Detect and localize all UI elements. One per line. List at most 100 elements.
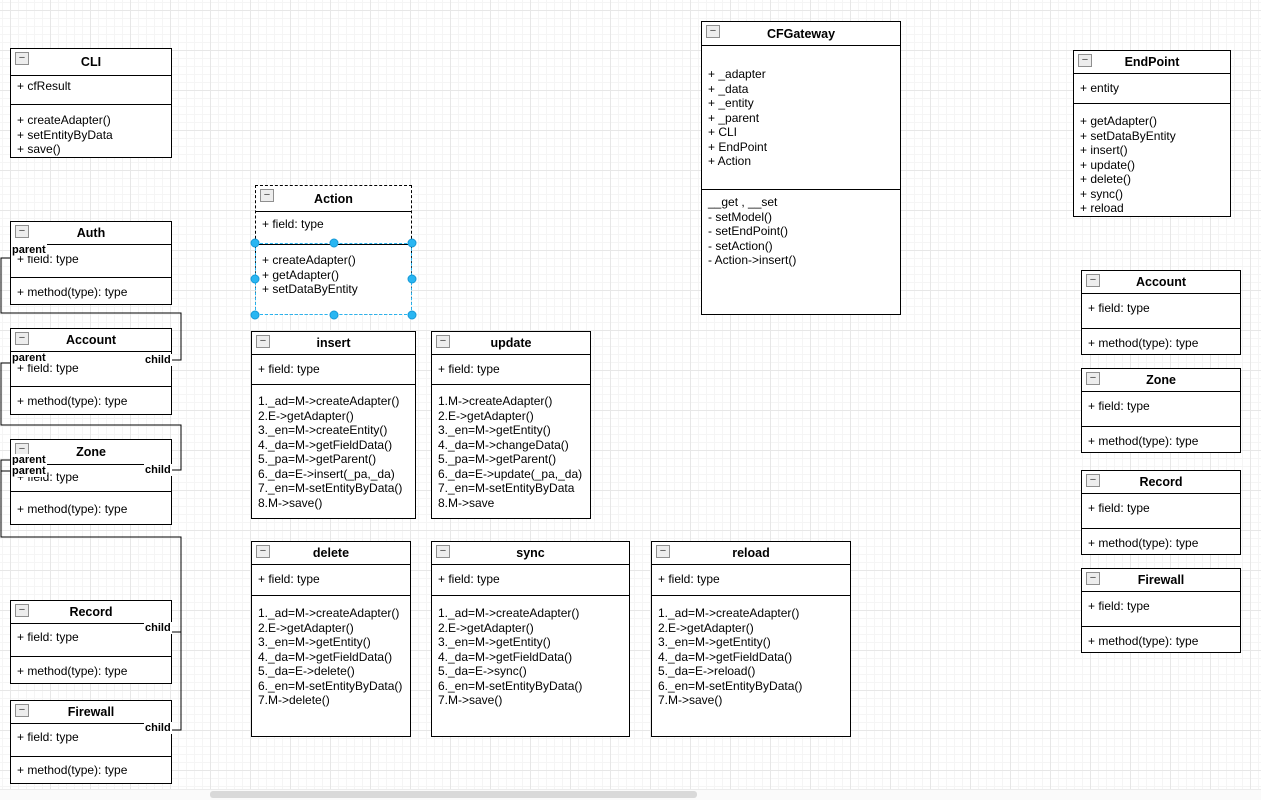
methods-section: + createAdapter()+ getAdapter()+ setData… bbox=[256, 244, 411, 314]
method-line: 5._pa=M->getParent() bbox=[438, 452, 557, 466]
collapse-icon[interactable]: − bbox=[1086, 474, 1100, 487]
selection-handle[interactable] bbox=[329, 238, 338, 248]
collapse-icon[interactable]: − bbox=[260, 189, 274, 202]
class-zone-left[interactable]: −Zone+ field: type+ method(type): type bbox=[10, 439, 172, 525]
class-endpoint[interactable]: −EndPoint+ entity+ getAdapter()+ setData… bbox=[1073, 50, 1231, 217]
class-cfgateway[interactable]: −CFGateway+ _adapter+ _data+ _entity+ _p… bbox=[701, 21, 901, 315]
method-line: + update() bbox=[1080, 157, 1136, 172]
collapse-icon[interactable]: − bbox=[706, 25, 720, 38]
class-account-right[interactable]: −Account+ field: type+ method(type): typ… bbox=[1081, 270, 1241, 355]
field-line: + field: type bbox=[438, 572, 500, 586]
horizontal-scrollbar-track[interactable] bbox=[0, 789, 1261, 800]
collapse-icon[interactable]: − bbox=[436, 545, 450, 558]
method-line: 4._da=M->getFieldData() bbox=[258, 437, 393, 452]
class-account-left[interactable]: −Account+ field: type+ method(type): typ… bbox=[10, 328, 172, 415]
method-line: 4._da=M->getFieldData() bbox=[438, 649, 573, 664]
method-line: + method(type): type bbox=[17, 763, 128, 777]
collapse-icon[interactable]: − bbox=[1078, 54, 1092, 67]
collapse-icon[interactable]: − bbox=[256, 335, 270, 348]
class-firewall-left[interactable]: −Firewall+ field: type+ method(type): ty… bbox=[10, 700, 172, 784]
method-line: 7.M->delete() bbox=[258, 693, 330, 707]
class-cli[interactable]: −CLI+ cfResult+ createAdapter()+ setEnti… bbox=[10, 48, 172, 158]
collapse-icon[interactable]: − bbox=[15, 225, 29, 238]
edge-label-child[interactable]: child bbox=[144, 354, 172, 366]
class-title: Zone bbox=[1146, 373, 1176, 387]
methods-section: + method(type): type bbox=[11, 277, 171, 304]
class-title: CFGateway bbox=[766, 26, 836, 41]
methods-section: + method(type): type bbox=[1082, 528, 1240, 554]
collapse-icon[interactable]: − bbox=[436, 335, 450, 348]
collapse-icon[interactable]: − bbox=[1086, 372, 1100, 385]
edge-label-child[interactable]: child bbox=[144, 464, 172, 476]
edge-label-parent[interactable]: parent bbox=[11, 454, 47, 466]
class-action[interactable]: −Action+ field: type+ createAdapter()+ g… bbox=[255, 185, 412, 315]
relation-edge[interactable] bbox=[0, 362, 182, 471]
method-line: 3._en=M->getEntity() bbox=[438, 635, 551, 649]
class-title: Record bbox=[69, 605, 113, 619]
method-line: 3._en=M->getEntity() bbox=[258, 635, 371, 649]
class-zone-right[interactable]: −Zone+ field: type+ method(type): type bbox=[1081, 368, 1241, 453]
methods-section: + method(type): type bbox=[11, 491, 171, 524]
method-line: + setDataByEntity bbox=[1080, 128, 1176, 143]
class-record-right[interactable]: −Record+ field: type+ method(type): type bbox=[1081, 470, 1241, 555]
collapse-icon[interactable]: − bbox=[256, 545, 270, 558]
selection-handle[interactable] bbox=[329, 310, 338, 320]
collapse-icon[interactable]: − bbox=[15, 604, 29, 617]
fields-section: + field: type bbox=[11, 624, 171, 656]
method-line: 7._en=M-setEntityByData bbox=[438, 481, 575, 495]
methods-section: + method(type): type bbox=[1082, 626, 1240, 652]
selection-handle[interactable] bbox=[250, 310, 260, 320]
class-auth[interactable]: −Auth+ field: type+ method(type): type bbox=[10, 221, 172, 305]
fields-section: + field: type bbox=[252, 355, 415, 384]
selection-handle[interactable] bbox=[250, 274, 260, 284]
methods-section: + method(type): type bbox=[11, 386, 171, 414]
edge-label-child[interactable]: child bbox=[144, 622, 172, 634]
method-line: - setEndPoint() bbox=[708, 224, 789, 238]
selection-handle[interactable] bbox=[407, 238, 417, 248]
method-line: 8.M->save bbox=[438, 495, 495, 510]
collapse-icon[interactable]: − bbox=[15, 52, 29, 65]
method-line: 6._en=M-setEntityByData() bbox=[258, 678, 403, 693]
class-firewall-right[interactable]: −Firewall+ field: type+ method(type): ty… bbox=[1081, 568, 1241, 653]
fields-section: + entity bbox=[1074, 74, 1230, 103]
field-line: + _data bbox=[708, 81, 749, 96]
class-title: insert bbox=[316, 336, 351, 350]
method-line: 1._ad=M->createAdapter() bbox=[438, 606, 580, 620]
edge-label-parent[interactable]: parent bbox=[11, 465, 47, 477]
relation-edge[interactable] bbox=[0, 470, 182, 731]
field-line: + field: type bbox=[17, 630, 79, 644]
selection-handle[interactable] bbox=[407, 310, 417, 320]
collapse-icon[interactable]: − bbox=[1086, 572, 1100, 585]
class-header: −Firewall bbox=[1082, 569, 1240, 592]
horizontal-scrollbar-thumb[interactable] bbox=[210, 791, 697, 798]
method-line: 6._en=M-setEntityByData() bbox=[658, 678, 803, 693]
collapse-icon[interactable]: − bbox=[15, 332, 29, 345]
method-line: 2.E->getAdapter() bbox=[438, 408, 534, 423]
selection-handle[interactable] bbox=[407, 274, 417, 284]
method-line: + save() bbox=[17, 142, 61, 156]
collapse-icon[interactable]: − bbox=[15, 704, 29, 717]
relation-edge[interactable] bbox=[0, 257, 182, 361]
edge-label-parent[interactable]: parent bbox=[11, 244, 47, 256]
collapse-icon[interactable]: − bbox=[656, 545, 670, 558]
field-line: + EndPoint bbox=[708, 139, 768, 154]
field-line: + _adapter bbox=[708, 67, 766, 81]
edge-label-child[interactable]: child bbox=[144, 722, 172, 734]
class-header: −CLI bbox=[11, 49, 171, 76]
class-title: delete bbox=[312, 546, 350, 560]
field-line: + field: type bbox=[438, 362, 500, 376]
class-header: −reload bbox=[652, 542, 850, 565]
class-record-left[interactable]: −Record+ field: type+ method(type): type bbox=[10, 600, 172, 684]
edge-label-parent[interactable]: parent bbox=[11, 352, 47, 364]
collapse-icon[interactable]: − bbox=[1086, 274, 1100, 287]
method-line: 7.M->save() bbox=[658, 693, 723, 707]
method-line: + method(type): type bbox=[1088, 434, 1199, 448]
selection-handle[interactable] bbox=[250, 238, 260, 248]
method-line: + method(type): type bbox=[1088, 336, 1199, 350]
